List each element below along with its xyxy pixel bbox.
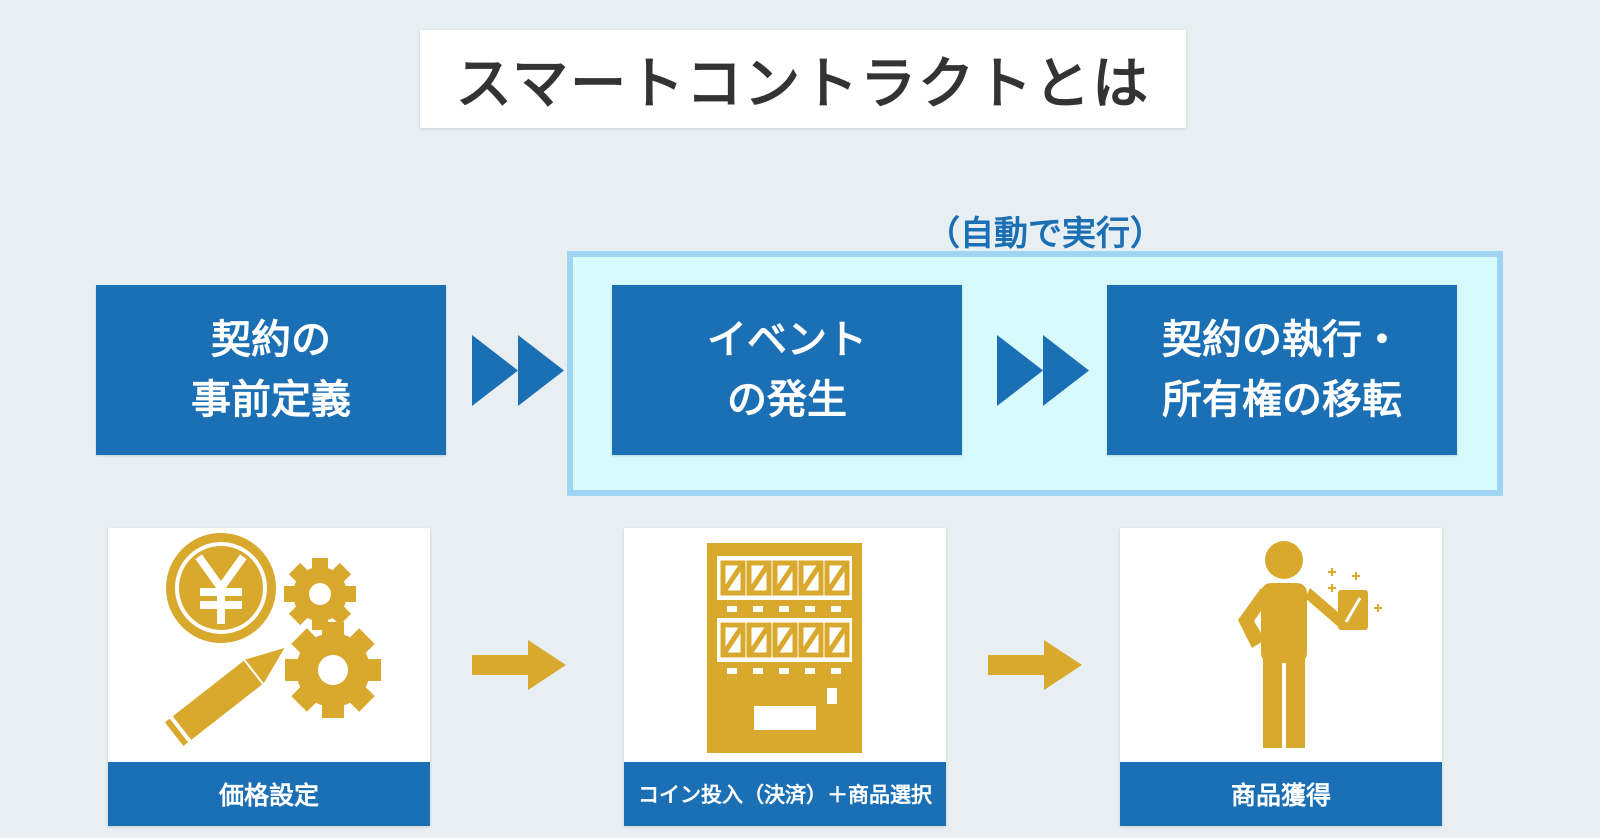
auto-execution-label: （自動で実行） [926,214,1164,254]
example-card-price-setting: 価格設定 [108,528,430,826]
person-holding-item-icon [1238,541,1382,748]
step-text: イベント の発生 [707,317,867,423]
example-card-coin-insert: コイン投入（決済）＋商品選択 [624,528,946,826]
step-text: 契約の執行・ 所有権の移転 [1162,317,1402,423]
double-arrow-icon [997,335,1089,406]
step-box-event: イベント の発生 [612,285,962,455]
step-box-contract-definition: 契約の 事前定義 [96,285,446,455]
step-box-execution: 契約の執行・ 所有権の移転 [1107,285,1457,455]
page-title: スマートコントラクトとは [455,51,1151,117]
example-label: 価格設定 [108,762,430,826]
example-card-product-obtained: 商品獲得 [1120,528,1442,826]
step-text: 契約の 事前定義 [191,317,351,423]
arrow-right-icon [988,640,1082,690]
double-arrow-icon [472,335,564,406]
example-label: コイン投入（決済）＋商品選択 [624,762,946,826]
vending-machine-icon [707,543,862,753]
arrow-right-icon [472,640,566,690]
example-label: 商品獲得 [1120,762,1442,826]
title-box: スマートコントラクトとは [420,30,1186,128]
yen-gears-pencil-icon [164,533,381,746]
